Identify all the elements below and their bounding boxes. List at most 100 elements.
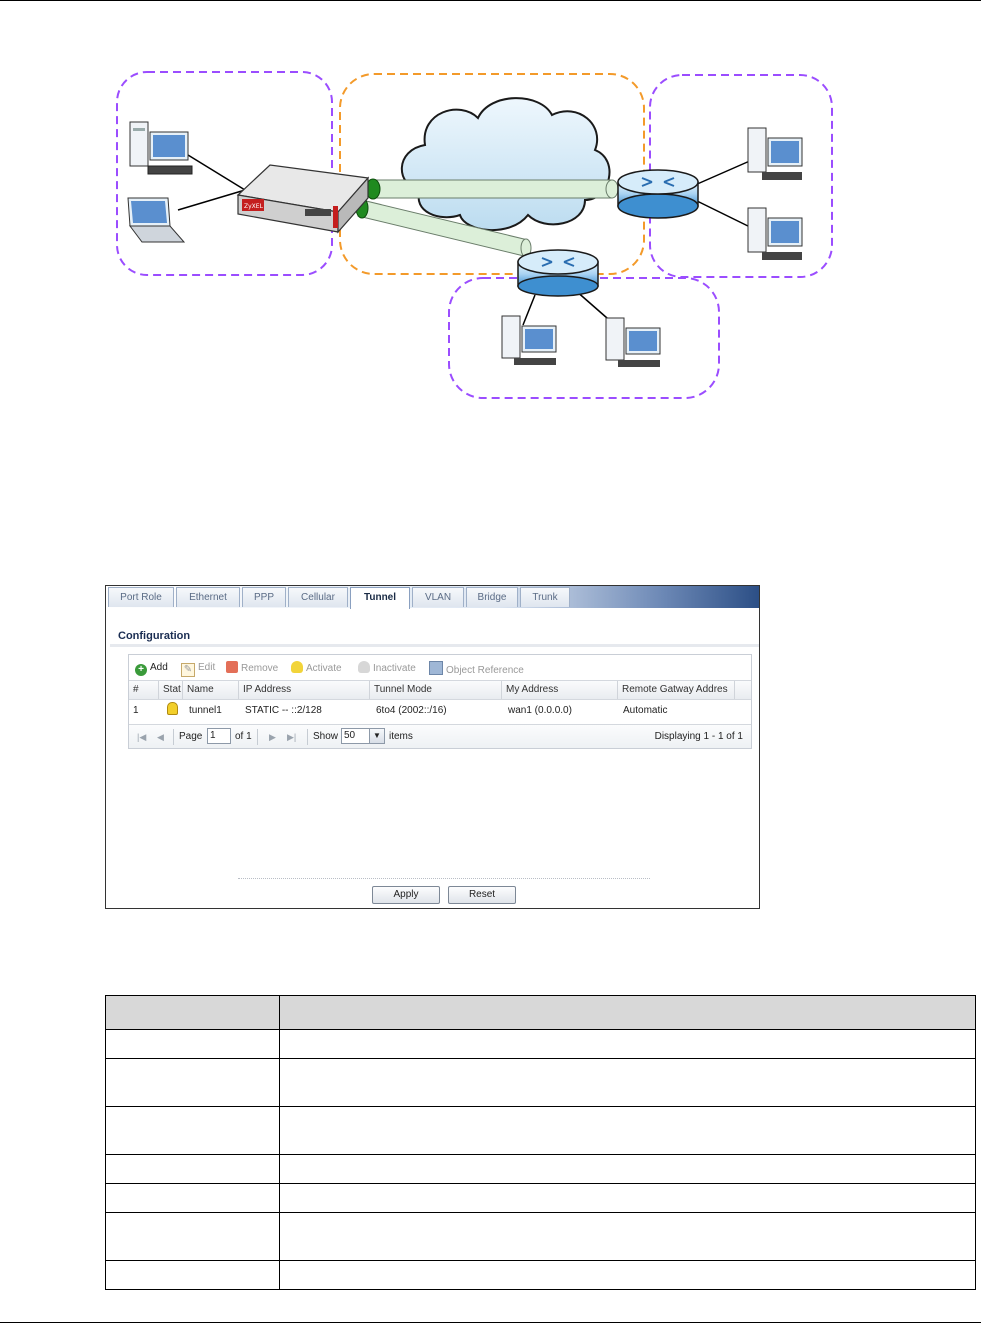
add-label: Add [150,662,168,673]
svg-text:ZyXEL: ZyXEL [244,203,264,210]
remote-pc-3 [501,315,557,365]
col-name[interactable]: Name [183,681,239,699]
table-header-row [105,995,977,1030]
pager-separator [307,729,308,745]
object-reference-button[interactable]: Object Reference [429,661,524,676]
pagination-bar: |◀ ◀ Page 1 of 1 ▶ ▶| Show 50 ▼ items Di… [129,724,751,748]
row-my-address: wan1 (0.0.0.0) [508,705,572,716]
description-cell [278,1183,977,1213]
button-divider [238,878,650,879]
table-row[interactable]: 1 tunnel1 STATIC -- ::2/128 6to4 (2002::… [129,701,751,721]
row-tunnel-mode: 6to4 (2002::/16) [376,705,447,716]
local-pc [129,121,193,175]
lightbulb-off-icon [358,661,370,673]
edit-button[interactable]: ✎Edit [181,661,215,677]
tab-vlan[interactable]: VLAN [412,587,464,607]
table-row [105,1106,977,1155]
router-right [617,169,699,219]
remote-network-zone-right [649,74,833,278]
field-description-table [105,995,977,1290]
table-toolbar: +Add ✎Edit Remove Activate Inactivate Ob… [129,655,751,679]
first-page-icon[interactable]: |◀ [137,732,147,742]
tunnel-table: +Add ✎Edit Remove Activate Inactivate Ob… [128,654,752,749]
apply-button[interactable]: Apply [372,886,440,904]
section-title: Configuration [118,630,191,642]
trash-icon [226,661,238,673]
object-reference-icon [429,661,443,675]
table-row [105,1029,977,1059]
items-label: items [389,731,413,742]
tab-port-role[interactable]: Port Role [108,587,174,607]
remote-pc-2 [747,207,803,260]
table-row [105,1212,977,1261]
add-button[interactable]: +Add [135,661,168,676]
table-row [105,1260,977,1290]
col-number[interactable]: # [129,681,159,699]
description-cell [278,1029,977,1059]
description-cell [278,1154,977,1184]
row-ip-address: STATIC -- ::2/128 [245,705,322,716]
row-remote-gateway: Automatic [623,705,668,716]
section-divider [110,644,759,647]
last-page-icon[interactable]: ▶| [287,732,297,742]
show-label: Show [313,731,339,742]
table-row [105,1154,977,1184]
activate-button[interactable]: Activate [291,661,342,675]
label-cell [105,1183,280,1213]
displaying-count: Displaying 1 - 1 of 1 [654,731,743,742]
col-status[interactable]: Stat [159,681,183,699]
label-cell [105,1106,280,1155]
network-diagram: ZyXEL [116,71,833,399]
tab-bar: Port Role Ethernet PPP Cellular Tunnel V… [106,586,759,609]
header-cell [278,995,977,1030]
ipv6-tunnel [355,178,619,258]
local-laptop [127,197,186,243]
top-rule [0,0,981,1]
description-cell [278,1260,977,1290]
page-count: of 1 [235,731,252,742]
tab-tunnel[interactable]: Tunnel [350,587,410,609]
page-size-select[interactable]: 50 ▼ [341,728,385,744]
status-lightbulb-icon [163,701,183,721]
activate-label: Activate [306,663,342,674]
inactivate-button[interactable]: Inactivate [358,661,416,675]
remote-pc-1 [747,127,803,180]
remove-button[interactable]: Remove [226,661,278,675]
page-label: Page [179,731,203,742]
remove-label: Remove [241,663,279,674]
col-ip-address[interactable]: IP Address [239,681,370,699]
label-cell [105,1029,280,1059]
table-header: # Stat Name IP Address Tunnel Mode My Ad… [129,680,751,700]
pager-separator [173,729,174,745]
remote-pc-4 [605,317,661,367]
col-tunnel-mode[interactable]: Tunnel Mode [370,681,502,699]
zywall-device: ZyXEL [236,164,370,234]
table-row [105,1183,977,1213]
label-cell [105,1058,280,1107]
next-page-icon[interactable]: ▶ [269,732,276,742]
reset-button[interactable]: Reset [448,886,516,904]
col-remote-gateway[interactable]: Remote Gatway Addres [618,681,735,699]
page-size-value: 50 [344,730,356,741]
internet-cloud [400,97,611,231]
tab-ppp[interactable]: PPP [242,587,286,607]
tunnel-config-screen: Port Role Ethernet PPP Cellular Tunnel V… [105,585,760,909]
inactivate-label: Inactivate [373,663,416,674]
router-bottom [517,249,599,297]
label-cell [105,1212,280,1261]
col-my-address[interactable]: My Address [502,681,618,699]
lightbulb-on-icon [291,661,303,673]
bottom-rule [0,1322,981,1323]
tab-cellular[interactable]: Cellular [288,587,348,607]
label-cell [105,1154,280,1184]
chevron-down-icon: ▼ [369,729,384,743]
tab-trunk[interactable]: Trunk [520,587,570,607]
remote-network-zone-bottom [448,277,720,399]
page-number-input[interactable]: 1 [207,728,231,744]
row-name: tunnel1 [189,705,222,716]
object-reference-label: Object Reference [446,665,524,676]
pager-separator [257,729,258,745]
previous-page-icon[interactable]: ◀ [157,732,164,742]
tab-ethernet[interactable]: Ethernet [176,587,240,607]
tab-bridge[interactable]: Bridge [466,587,518,607]
